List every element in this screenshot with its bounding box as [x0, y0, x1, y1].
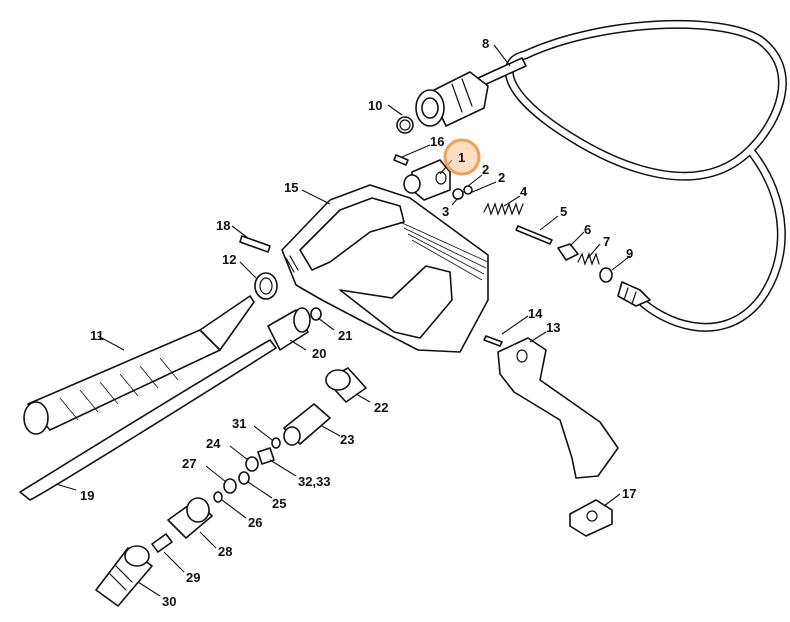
o-ring-9 — [599, 267, 613, 283]
leader-lines — [55, 44, 631, 597]
callout-9[interactable]: 9 — [626, 246, 633, 261]
callout-20[interactable]: 20 — [312, 346, 326, 361]
o-ring-31 — [271, 437, 281, 449]
lance-part-19 — [19, 339, 277, 501]
callout-25[interactable]: 25 — [272, 496, 286, 511]
washer-24 — [245, 456, 259, 472]
callout-7[interactable]: 7 — [603, 234, 610, 249]
trigger-part-13 — [497, 337, 619, 479]
callout-17[interactable]: 17 — [622, 486, 636, 501]
washer-27 — [223, 478, 237, 494]
nozzle-body-part-28 — [167, 497, 213, 539]
callout-27[interactable]: 27 — [182, 456, 196, 471]
callout-26[interactable]: 26 — [248, 515, 262, 530]
nut-part-22 — [325, 367, 367, 403]
callout-11[interactable]: 11 — [90, 328, 104, 343]
callout-22[interactable]: 22 — [374, 400, 388, 415]
callout-3[interactable]: 3 — [442, 204, 449, 219]
callout-32-33[interactable]: 32,33 — [298, 474, 331, 489]
nut-12 — [254, 272, 278, 300]
callout-12[interactable]: 12 — [222, 252, 236, 267]
callout-28[interactable]: 28 — [218, 544, 232, 559]
clip-part-17 — [569, 499, 613, 537]
callout-31[interactable]: 31 — [232, 416, 246, 431]
o-ring-10 — [396, 116, 414, 134]
callout-5[interactable]: 5 — [560, 204, 567, 219]
o-ring-26 — [213, 491, 223, 503]
washer-25 — [238, 471, 250, 485]
callout-8[interactable]: 8 — [482, 36, 489, 51]
pin-14 — [483, 335, 503, 347]
callout-6[interactable]: 6 — [584, 222, 591, 237]
screw-18 — [239, 235, 271, 253]
union-nut-part-20 — [267, 307, 311, 351]
callout-4[interactable]: 4 — [520, 184, 528, 199]
extension-tube-part-11 — [23, 295, 255, 435]
spring-7 — [577, 252, 600, 266]
callout-21[interactable]: 21 — [338, 328, 352, 343]
seal-3 — [452, 188, 464, 200]
o-ring-21 — [310, 307, 322, 321]
pin-5 — [515, 225, 553, 245]
callout-10[interactable]: 10 — [368, 98, 382, 113]
screw-16 — [393, 154, 409, 166]
callout-16[interactable]: 16 — [430, 134, 444, 149]
callout-24[interactable]: 24 — [206, 436, 221, 451]
callout-1[interactable]: 1 — [458, 150, 465, 165]
callout-18[interactable]: 18 — [216, 218, 230, 233]
valve-6 — [557, 243, 579, 261]
callout-2a[interactable]: 2 — [482, 162, 489, 177]
callout-2b[interactable]: 2 — [498, 170, 505, 185]
cap-part-30 — [95, 545, 153, 607]
callout-14[interactable]: 14 — [528, 306, 543, 321]
callout-29[interactable]: 29 — [186, 570, 200, 585]
callout-30[interactable]: 30 — [162, 594, 176, 609]
nozzle-part-23 — [283, 403, 331, 446]
insert-29 — [151, 533, 173, 553]
callout-15[interactable]: 15 — [284, 180, 298, 195]
callout-19[interactable]: 19 — [80, 488, 94, 503]
callout-23[interactable]: 23 — [340, 432, 354, 447]
callout-highlight-ring — [443, 138, 481, 176]
gun-housing-part-15 — [281, 184, 489, 353]
hose-assembly — [415, 19, 787, 332]
spring-4 — [483, 202, 524, 216]
callout-13[interactable]: 13 — [546, 320, 560, 335]
valve-block-part-1 — [403, 159, 451, 201]
callout-labels: 1 2 2 3 4 5 6 7 8 9 10 11 12 13 14 15 16… — [80, 36, 636, 609]
